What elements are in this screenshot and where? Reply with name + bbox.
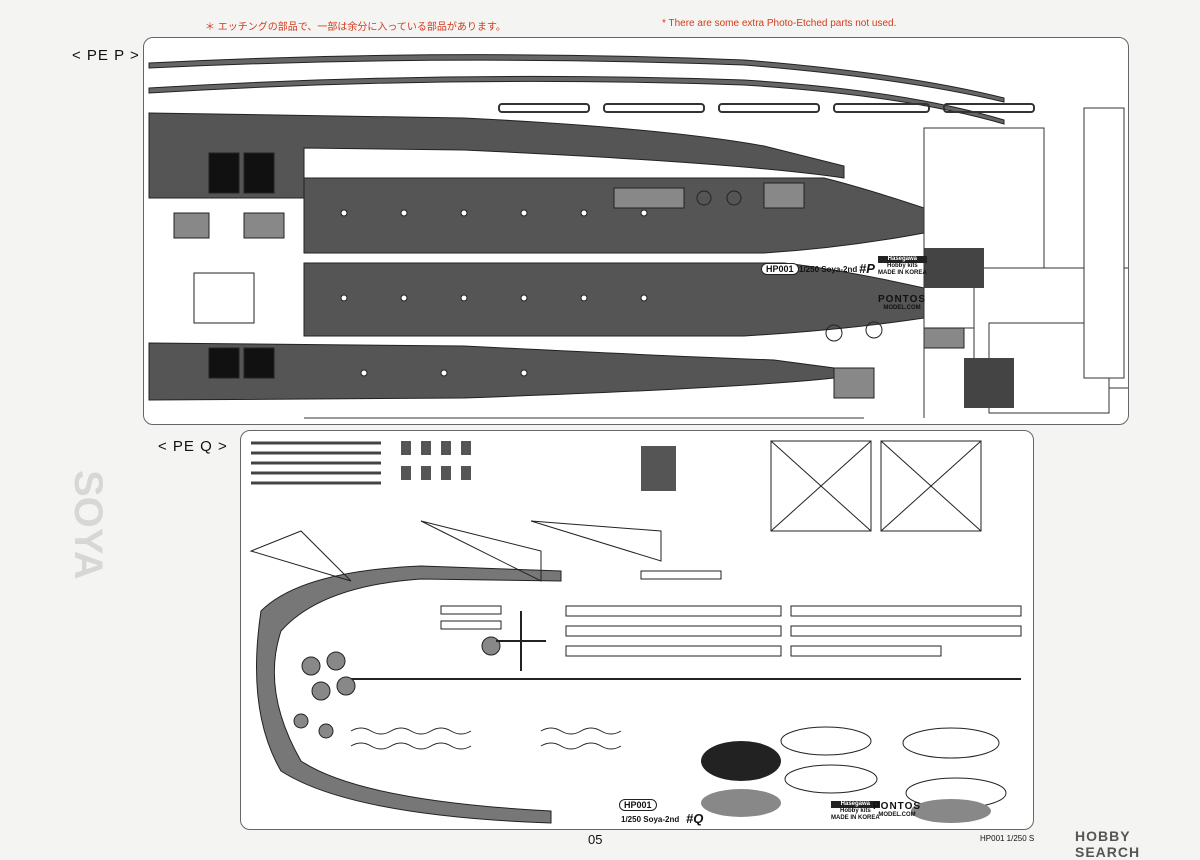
fret-q-brand-origin: MADE IN KOREA (831, 815, 880, 821)
fret-p-scale: 1/250 Soya-2nd (799, 265, 858, 274)
fret-q-parts-drawing (249, 440, 1022, 824)
fret-q-code: #Q (686, 811, 704, 826)
fret-p-parts-drawing (148, 54, 1128, 419)
note-japanese: ＊ エッチングの部品で、一部は余分に入っている部品があります。 (205, 22, 506, 33)
fret-q-id: HP001 (619, 799, 657, 811)
fret-p-id: HP001 (761, 263, 799, 275)
fret-q-brand-line: Hobby kits (840, 808, 871, 814)
section-label-pe-p: < PE P > (72, 47, 140, 64)
fret-p-partner: PONTOS MODEL.COM (878, 294, 927, 312)
note-english: * There are some extra Photo-Etched part… (662, 18, 897, 29)
ghost-bleed-text: SOYA (66, 470, 110, 580)
fret-p-brand: Hasegawa Hobby kits MADE IN KOREA (878, 256, 927, 277)
page-number: 05 (588, 832, 603, 847)
fret-p-partner-url: MODEL.COM (883, 305, 921, 311)
section-label-pe-q: < PE Q > (158, 438, 228, 455)
fret-p-sheet: HP001 1/250 Soya-2nd #P Hasegawa Hobby k… (143, 37, 1129, 425)
fret-q-scale: 1/250 Soya-2nd (621, 815, 680, 824)
fret-q-brand: Hasegawa Hobby kits MADE IN KOREA (831, 801, 880, 822)
fret-p-brand-origin: MADE IN KOREA (878, 270, 927, 276)
watermark: HOBBY SEARCH (1075, 828, 1141, 860)
fret-q-sheet: HP001 1/250 Soya-2nd #Q Hasegawa Hobby k… (240, 430, 1034, 830)
fret-q-partner: PONTOS MODEL.COM (873, 801, 922, 819)
footer-code: HP001 1/250 S (980, 834, 1035, 843)
fret-q-brand-maker: Hasegawa (831, 801, 880, 808)
fret-p-partner-name: PONTOS (878, 294, 927, 305)
fret-p-code: #P (859, 261, 875, 276)
fret-p-brand-line: Hobby kits (887, 263, 918, 269)
fret-q-partner-url: MODEL.COM (878, 812, 916, 818)
fret-p-brand-maker: Hasegawa (878, 256, 927, 263)
fret-q-partner-name: PONTOS (873, 801, 922, 812)
